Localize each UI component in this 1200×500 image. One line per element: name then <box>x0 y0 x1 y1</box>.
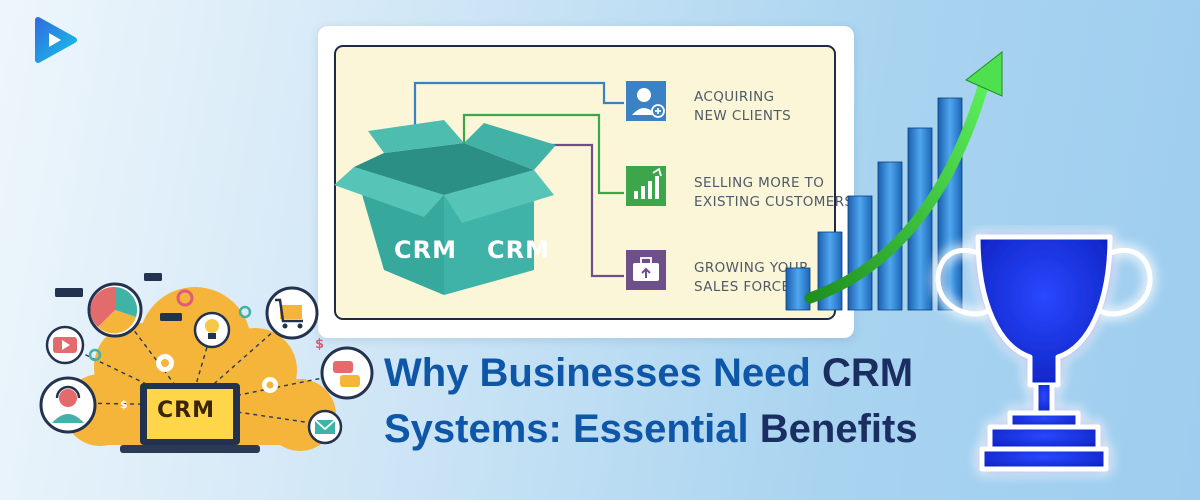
connector-line-2 <box>462 113 624 195</box>
title-text-emphasis: CRM <box>821 351 914 395</box>
connector-line-1 <box>413 81 624 165</box>
gear-icon <box>156 354 278 393</box>
gear-icon <box>88 289 252 362</box>
benefit-growing-sales-force: GROWING YOUR SALES FORCE <box>694 259 809 297</box>
shopping-cart-icon <box>265 286 319 340</box>
crm-benefits-diagram <box>334 81 666 295</box>
title-line-2: Systems: Essential Benefits <box>384 401 984 457</box>
dollar-icon: $ $ <box>120 337 324 411</box>
pie-chart-icon <box>87 282 143 338</box>
benefit-line: SELLING MORE TO <box>694 175 825 191</box>
mail-icon <box>307 409 343 445</box>
benefit-line: ACQUIRING <box>694 89 775 105</box>
support-agent-icon <box>39 376 97 434</box>
laptop-screen-label: CRM <box>157 398 215 423</box>
title-text: Systems: Essential <box>384 407 760 451</box>
title-text: Why Businesses Need <box>384 351 822 395</box>
document-icon <box>55 273 182 321</box>
benefit-line: NEW CLIENTS <box>694 108 792 124</box>
lightbulb-icon <box>193 311 231 349</box>
bar-growth-icon <box>626 166 666 206</box>
brand-logo-icon <box>35 17 77 63</box>
page-title: Why Businesses Need CRM Systems: Essenti… <box>384 345 984 457</box>
chat-icon <box>320 346 374 400</box>
video-icon <box>45 325 85 365</box>
benefit-line: SALES FORCE <box>694 279 791 295</box>
title-text-emphasis: Benefits <box>759 407 918 451</box>
add-user-icon <box>626 81 666 121</box>
crm-box-label-left: CRM <box>394 236 457 264</box>
svg-text:$: $ <box>315 337 324 352</box>
crm-box-icon <box>334 120 556 295</box>
benefit-line: GROWING YOUR <box>694 260 809 276</box>
growth-chart-icon <box>785 50 1003 311</box>
benefit-acquiring-clients: ACQUIRING NEW CLIENTS <box>694 88 791 126</box>
laptop-icon <box>120 383 260 453</box>
benefit-line: EXISTING CUSTOMERS <box>694 194 854 210</box>
briefcase-icon <box>626 250 666 290</box>
crm-cloud-illustration: $ $ <box>39 273 374 453</box>
benefit-selling-more: SELLING MORE TO EXISTING CUSTOMERS <box>694 174 853 212</box>
trophy-icon <box>935 234 1153 472</box>
title-line-1: Why Businesses Need CRM <box>384 345 984 401</box>
svg-text:$: $ <box>120 398 128 411</box>
crm-box-label-right: CRM <box>487 236 550 264</box>
